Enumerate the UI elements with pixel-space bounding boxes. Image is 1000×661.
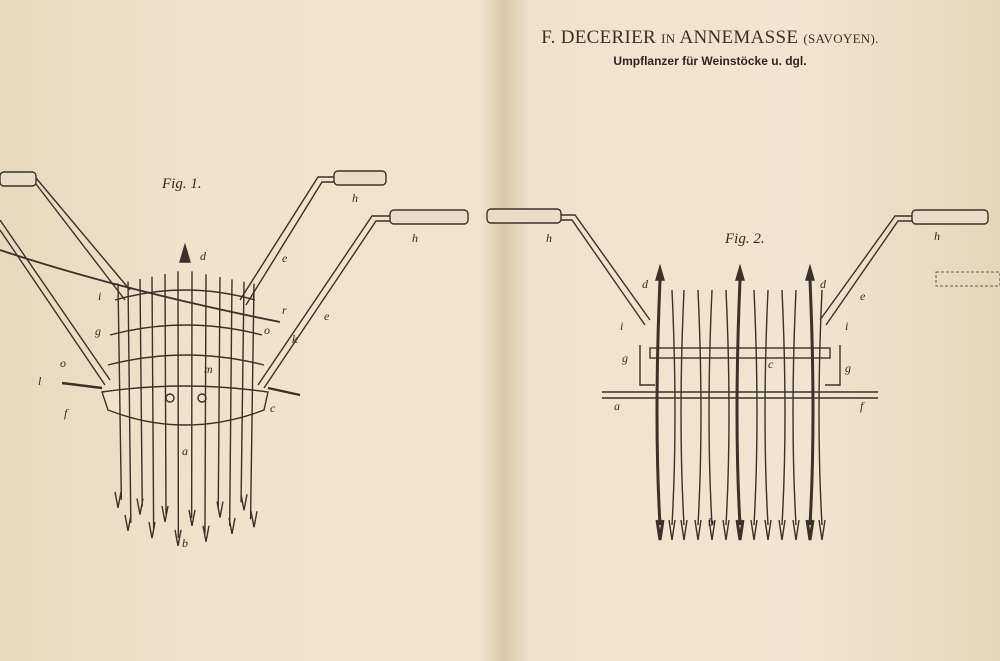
figure-1-caption: Fig. 1. [161,176,202,192]
fig1-label-d: d [200,249,207,263]
patent-subtitle: Umpflanzer für Weinstöcke u. dgl. [613,54,807,68]
figure-1: Fig. 1. h h e e d i i r g k o o l m f c a b [0,170,469,550]
spike-rod [655,279,665,541]
handle-grip [911,209,989,225]
fig1-label-g: g [95,324,101,338]
spike-rod [735,279,745,541]
fig1-label-i: i [252,287,255,301]
fig2-label-a: a [614,399,620,413]
tine [124,281,132,532]
fig1-label-c: c [270,401,276,415]
fig2-tines [655,263,826,541]
place-name: ANNEMASSE [679,27,799,48]
tine [228,279,236,535]
handle-grip [389,209,469,225]
tine [216,276,224,518]
fig1-label-h: h [412,231,418,245]
spike-tip [805,263,815,281]
fig1-label-h: h [352,191,358,205]
tine [778,289,786,541]
fig1-label-r: r [282,303,287,317]
tine [680,289,688,541]
fig1-label-e: e [324,309,330,323]
fig2-label-d: d [820,277,827,291]
handle-grip [333,170,387,186]
fig1-label-i: i [98,289,101,303]
fig1-label-l: l [38,374,42,388]
tine [722,289,730,541]
fig1-label-a: a [182,444,188,458]
fig2-label-c: c [768,357,774,371]
dashed-outline [935,271,1000,287]
fig2-label-i: i [620,319,623,333]
fig1-label-b: b [182,536,188,550]
patent-title: F. DECERIER IN ANNEMASSE (SAVOYEN). [540,27,880,50]
tine [114,283,123,509]
in-word: IN [661,31,676,46]
tine [818,289,826,541]
tine [148,276,156,539]
handle-grip [0,171,37,187]
region-name: (SAVOYEN). [803,31,879,46]
fig2-label-e: e [860,289,866,303]
tine [694,289,702,541]
fig1-tines [114,271,258,547]
tine [188,271,196,527]
frame-band [649,347,831,359]
tine [202,274,210,542]
fig1-label-e: e [282,251,288,265]
tine [249,283,258,528]
fig1-labels: h h e e d i i r g k o o l m f c a b [38,191,418,550]
tine [792,289,800,541]
patentee-name: F. DECERIER [541,27,657,48]
fig1-label-o: o [264,323,270,337]
tine [240,281,248,511]
handle-grip [486,208,562,224]
tine [174,271,182,547]
spike-rod [805,279,815,541]
fig1-handles [0,170,469,389]
tine [161,273,169,523]
fig1-label-o: o [60,356,66,370]
fig1-label-k: k [292,332,298,346]
spike-tip [655,263,665,281]
tine [136,278,144,515]
basket-band [101,385,269,426]
fig1-label-f: f [64,406,69,420]
fig2-label-f: f [860,399,865,413]
fig2-label-h: h [546,231,552,245]
fig1-label-m: m [204,362,213,376]
tine [708,289,716,541]
fig2-labels: h h d d e i i g g c f a b [546,229,940,529]
fig2-label-b: b [708,515,714,529]
fig2-label-i: i [845,319,848,333]
figure-2: Fig. 2. h h d d e i i g g c f a b [486,208,1000,541]
fig2-label-g: g [845,361,851,375]
fig2-label-g: g [622,351,628,365]
figure-2-caption: Fig. 2. [724,231,765,247]
tine [750,289,758,541]
tine [764,289,772,541]
spike-tip [735,263,745,281]
fig2-label-h: h [934,229,940,243]
fig2-label-d: d [642,277,649,291]
tine [668,289,676,541]
